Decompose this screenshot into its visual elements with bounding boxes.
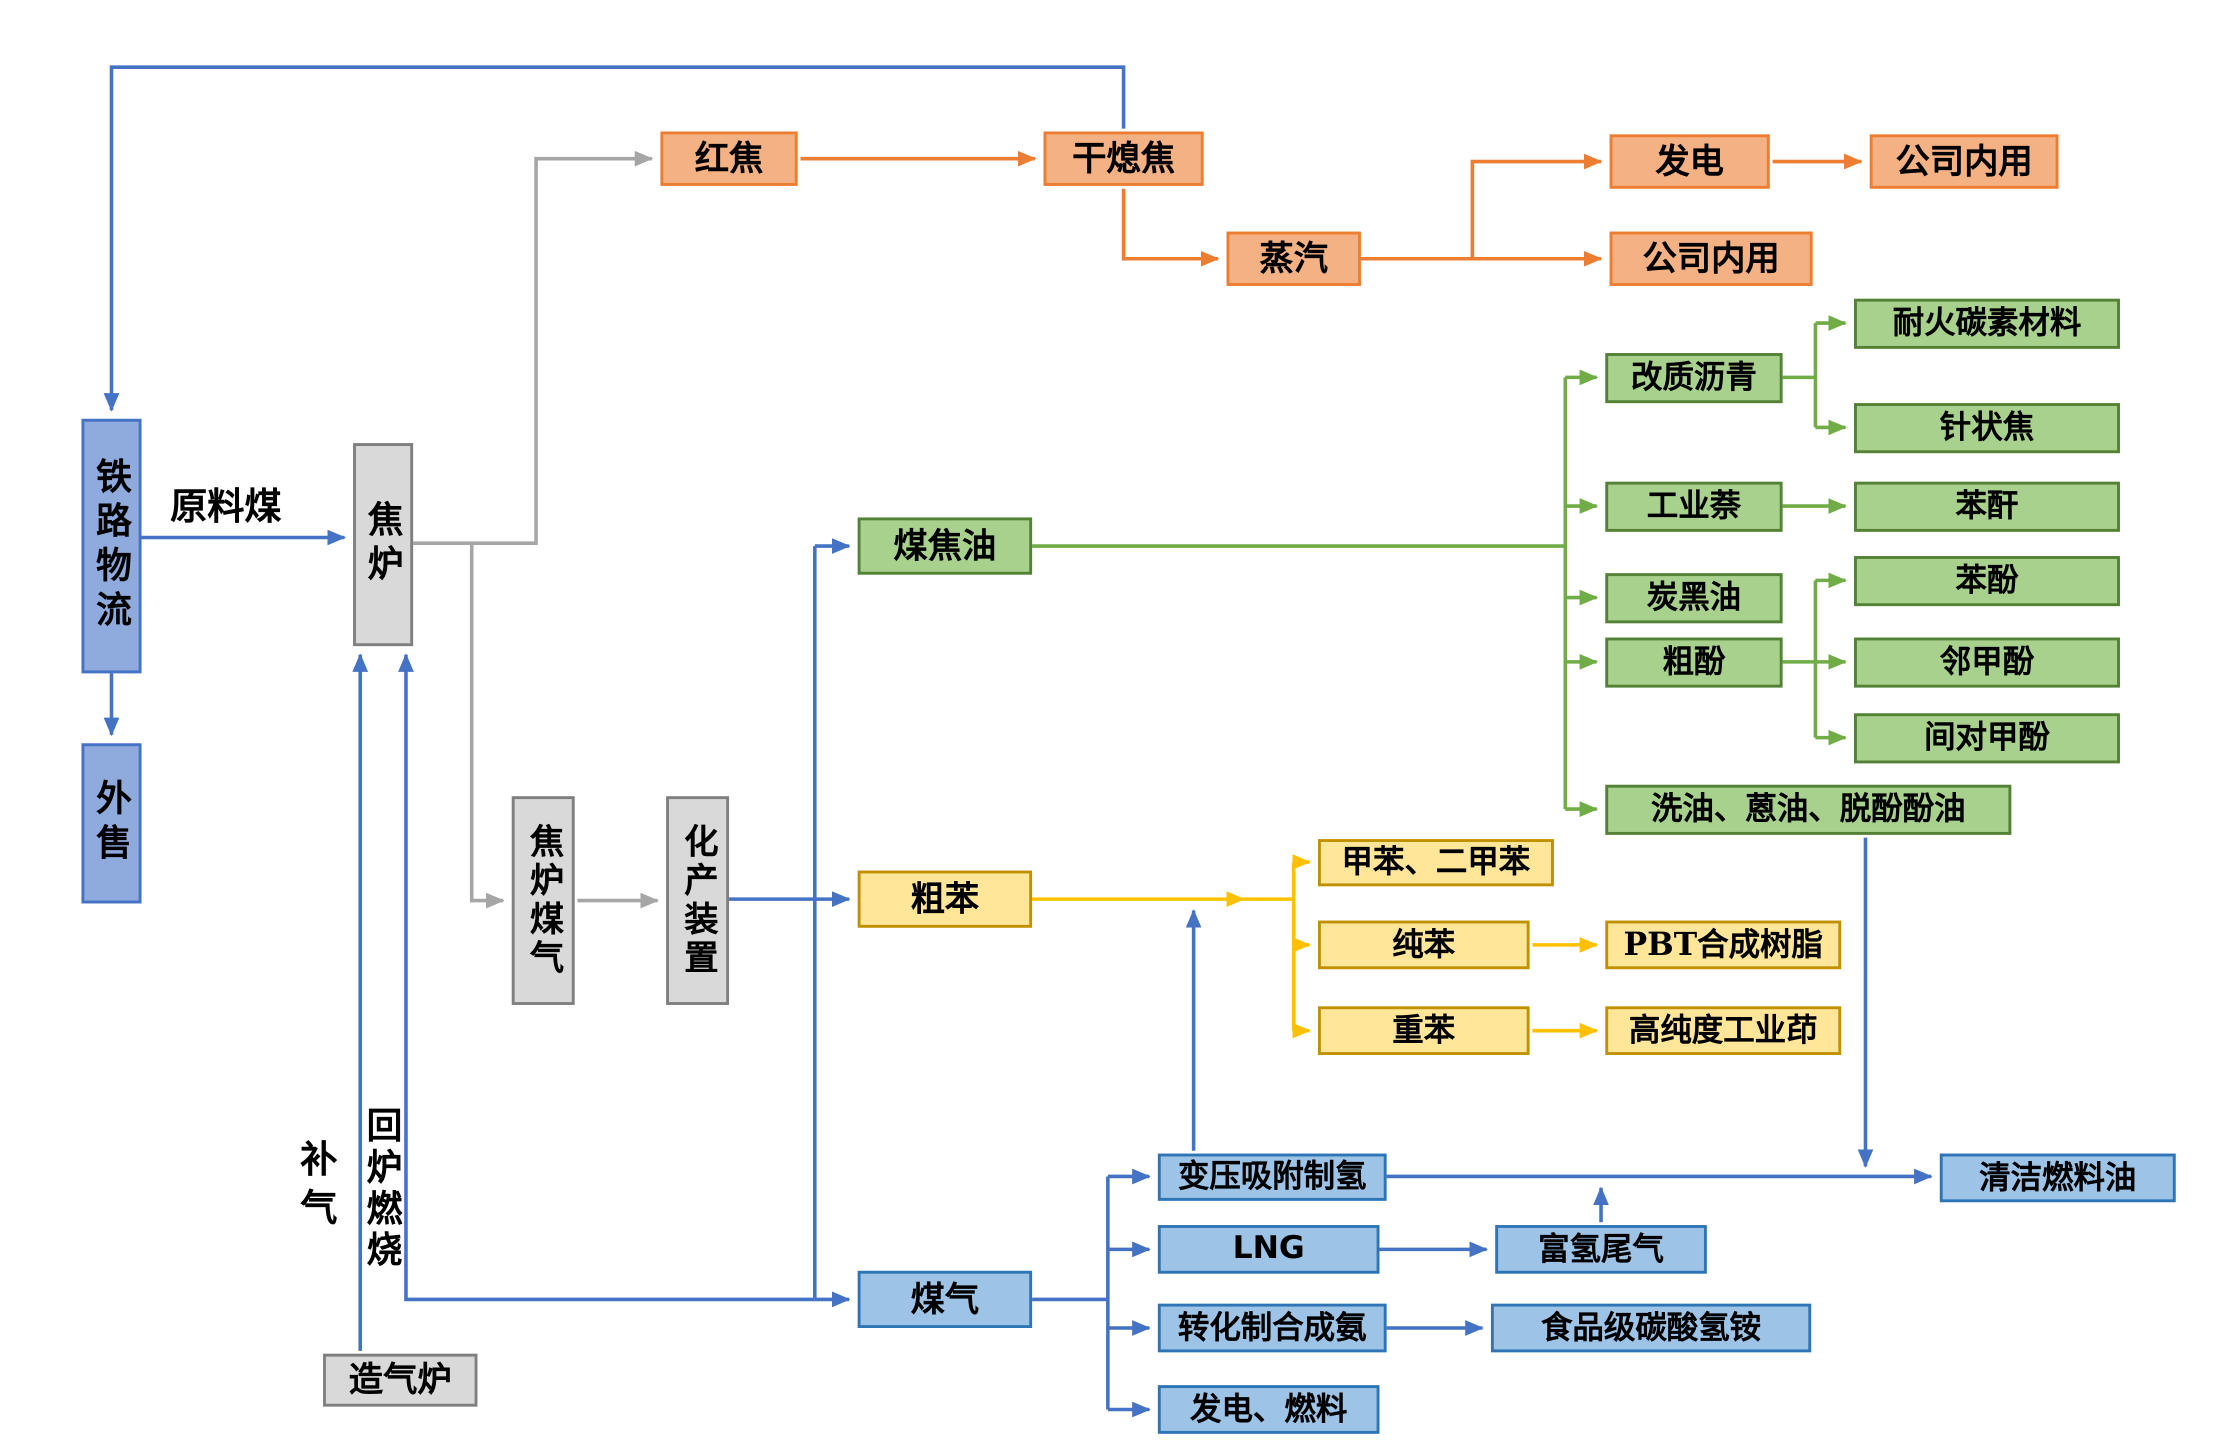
node-lng: LNG	[1157, 1225, 1380, 1274]
node-steam: 蒸汽	[1226, 231, 1361, 286]
orange-connectors	[800, 150, 1863, 267]
node-psa-hydrogen: 变压吸附制氢	[1157, 1153, 1387, 1201]
node-external-sale: 外售	[81, 743, 142, 904]
node-coke-oven-gas: 焦炉煤气	[511, 796, 575, 1005]
node-clean-fuel-oil: 清洁燃料油	[1939, 1153, 2176, 1203]
node-industrial-indene: 高纯度工业茚	[1605, 1006, 1842, 1055]
node-dry-quenching: 干熄焦	[1043, 131, 1204, 186]
node-industrial-naphthalene: 工业萘	[1605, 481, 1783, 532]
node-ammonium-bicarbonate: 食品级碳酸氢铵	[1490, 1303, 1812, 1353]
node-coke-oven: 焦炉	[353, 443, 414, 647]
node-phthalic-anhydride: 苯酐	[1854, 481, 2120, 532]
node-pbt-resin: PBT合成树脂	[1605, 920, 1842, 970]
node-refractory-carbon: 耐火碳素材料	[1854, 298, 2120, 349]
node-crude-phenol: 粗酚	[1605, 637, 1783, 688]
node-ammonia-synthesis: 转化制合成氨	[1157, 1303, 1387, 1353]
node-modified-pitch: 改质沥青	[1605, 353, 1783, 404]
green-connectors	[1032, 315, 1847, 817]
label-raw-coal: 原料煤	[170, 485, 282, 529]
node-power-generation: 发电	[1609, 134, 1770, 189]
yellow-connectors	[1032, 854, 1599, 1039]
node-chemical-plant: 化产装置	[666, 796, 730, 1005]
node-mp-cresol: 间对甲酚	[1854, 713, 2120, 764]
node-o-cresol: 邻甲酚	[1854, 637, 2120, 688]
node-phenol: 苯酚	[1854, 556, 2120, 607]
node-pure-benzene: 纯苯	[1317, 920, 1530, 970]
node-railway-logistics: 铁路物流	[81, 418, 142, 674]
node-carbon-black-oil: 炭黑油	[1605, 573, 1783, 624]
node-wash-oil: 洗油、蒽油、脱酚酚油	[1605, 784, 2012, 835]
node-coal-tar: 煤焦油	[857, 517, 1033, 575]
node-power-fuel: 发电、燃料	[1157, 1385, 1380, 1434]
node-red-coke: 红焦	[660, 131, 798, 186]
node-toluene-xylene: 甲苯、二甲苯	[1317, 839, 1554, 887]
blue-connectors	[103, 65, 1933, 1418]
label-supplementary-gas: 补气	[293, 1139, 337, 1237]
gray-connectors	[413, 150, 659, 909]
node-h2-rich-tail-gas: 富氢尾气	[1495, 1225, 1707, 1274]
node-company-internal-use-1: 公司内用	[1869, 134, 2059, 189]
node-heavy-benzene: 重苯	[1317, 1006, 1530, 1055]
node-gas-generator: 造气炉	[323, 1353, 478, 1407]
node-company-internal-use-2: 公司内用	[1609, 231, 1813, 286]
node-needle-coke: 针状焦	[1854, 403, 2120, 454]
node-crude-benzene: 粗苯	[857, 870, 1033, 928]
label-return-to-furnace: 回炉燃烧	[361, 1106, 404, 1273]
node-coal-gas: 煤气	[857, 1270, 1033, 1328]
